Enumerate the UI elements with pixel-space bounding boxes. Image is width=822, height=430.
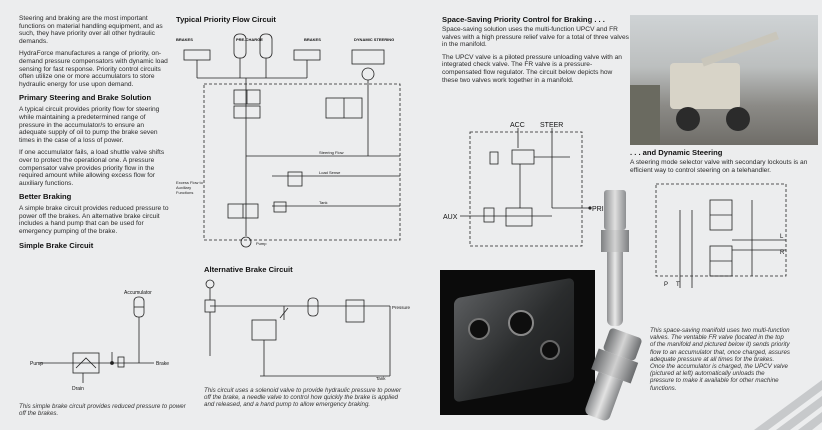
upcv-fr-circuit-diagram: ACC STEER AUX PRIMARY — [443, 122, 624, 247]
simple-brake-caption: This simple brake circuit provides reduc… — [19, 403, 186, 418]
heading-primary-steering: Primary Steering and Brake Solution — [19, 93, 152, 103]
precharge-label: PRE-CHARGE — [236, 37, 263, 42]
column-1: Steering and braking are the most import… — [19, 15, 169, 250]
load-sense-label: Load Sense — [319, 170, 341, 175]
heading-simple-brake: Simple Brake Circuit — [19, 240, 94, 250]
priority-flow-circuit-diagram: BRAKES PRE-CHARGE BRAKES DYNAMIC STEERIN… — [176, 33, 401, 248]
port-t-label: T — [676, 282, 680, 288]
manifold-photo — [440, 270, 595, 415]
dynamic-steering-label: DYNAMIC STEERING — [354, 37, 394, 42]
accumulator-label: Accumulator — [124, 290, 152, 296]
pump-label-priority: Pump — [256, 241, 267, 246]
port-r-label: R — [780, 250, 785, 256]
steer-port-label: STEER — [540, 122, 563, 129]
intro-paragraph: Steering and braking are the most import… — [19, 15, 163, 45]
brakes-left-label: BRAKES — [176, 37, 193, 42]
hydraforce-paragraph: HydraForce manufactures a range of prior… — [19, 50, 168, 88]
fr-valve-photo — [598, 190, 630, 330]
accumulator-failure-paragraph: If one accumulator fails, a load shuttle… — [19, 149, 165, 187]
upcv-paragraph: The UPCV valve is a piloted pressure unl… — [442, 53, 622, 84]
excess-flow-label: Excess Flow to Auxiliary Functions — [176, 180, 203, 195]
brakes-right-label: BRAKES — [304, 37, 321, 42]
decorative-corner-stripes — [754, 380, 822, 430]
alt-brake-title: Alternative Brake Circuit — [204, 265, 293, 274]
alt-brake-caption: This circuit uses a solenoid valve to pr… — [204, 387, 402, 409]
space-saving-title: Space-Saving Priority Control for Brakin… — [442, 15, 605, 24]
space-saving-text: Space-saving solution uses the multi-fun… — [442, 26, 630, 89]
dynamic-steering-text: A steering mode selector valve with seco… — [630, 159, 808, 174]
steering-flow-label: Steering Flow — [319, 150, 344, 155]
dynamic-steering-heading: . . . and Dynamic Steering — [630, 148, 723, 157]
telehandler-photo — [630, 15, 818, 145]
priority-circuit-title: Typical Priority Flow Circuit — [176, 15, 276, 24]
drain-label: Drain — [72, 386, 84, 392]
alt-brake-circuit-diagram: Pressure Tank — [204, 279, 411, 381]
heading-better-braking: Better Braking — [19, 192, 72, 202]
tank-label-alt: Tank — [376, 376, 386, 381]
manifold-caption: This space-saving manifold uses two mult… — [650, 327, 790, 392]
acc-port-label: ACC — [510, 122, 525, 129]
simple-brake-circuit-diagram: Accumulator Pump Brake Drain — [30, 290, 169, 392]
brake-label: Brake — [156, 361, 169, 367]
brake-paragraph: A simple brake circuit provides reduced … — [19, 205, 169, 236]
aux-port-label: AUX — [443, 214, 458, 221]
pump-label: Pump — [30, 361, 43, 367]
space-saving-paragraph-1: Space-saving solution uses the multi-fun… — [442, 26, 629, 49]
port-l-label: L — [780, 234, 784, 240]
dynamic-steering-diagram: L R P T — [655, 183, 787, 288]
pressure-label: Pressure — [392, 305, 411, 310]
tank-label-priority: Tank — [319, 200, 327, 205]
port-p-label: P — [664, 282, 668, 288]
typical-circuit-paragraph: A typical circuit provides priority flow… — [19, 106, 160, 144]
